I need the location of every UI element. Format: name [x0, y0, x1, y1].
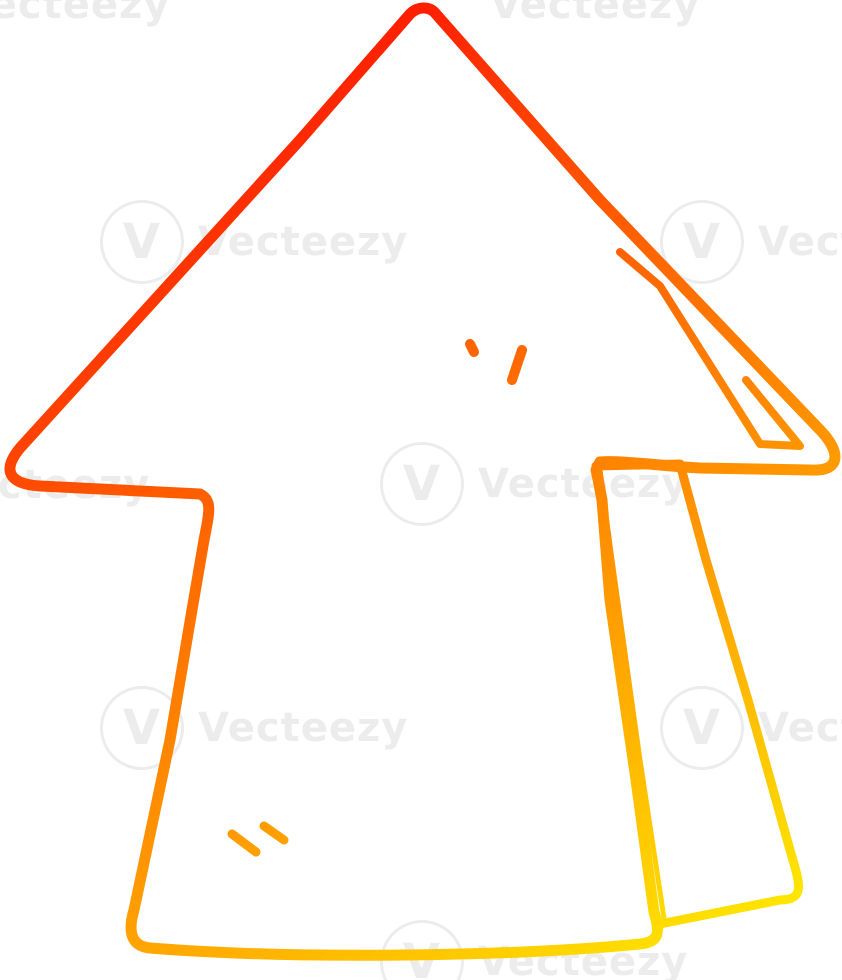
arrow-seam	[597, 467, 667, 921]
highlight-mark	[227, 829, 261, 857]
arrow-bevel	[616, 248, 804, 450]
arrow-outline	[4, 2, 841, 961]
highlight-mark	[507, 345, 527, 385]
highlight-mark	[259, 821, 289, 845]
arrow-side-face	[591, 459, 803, 929]
highlight-mark	[465, 339, 479, 357]
